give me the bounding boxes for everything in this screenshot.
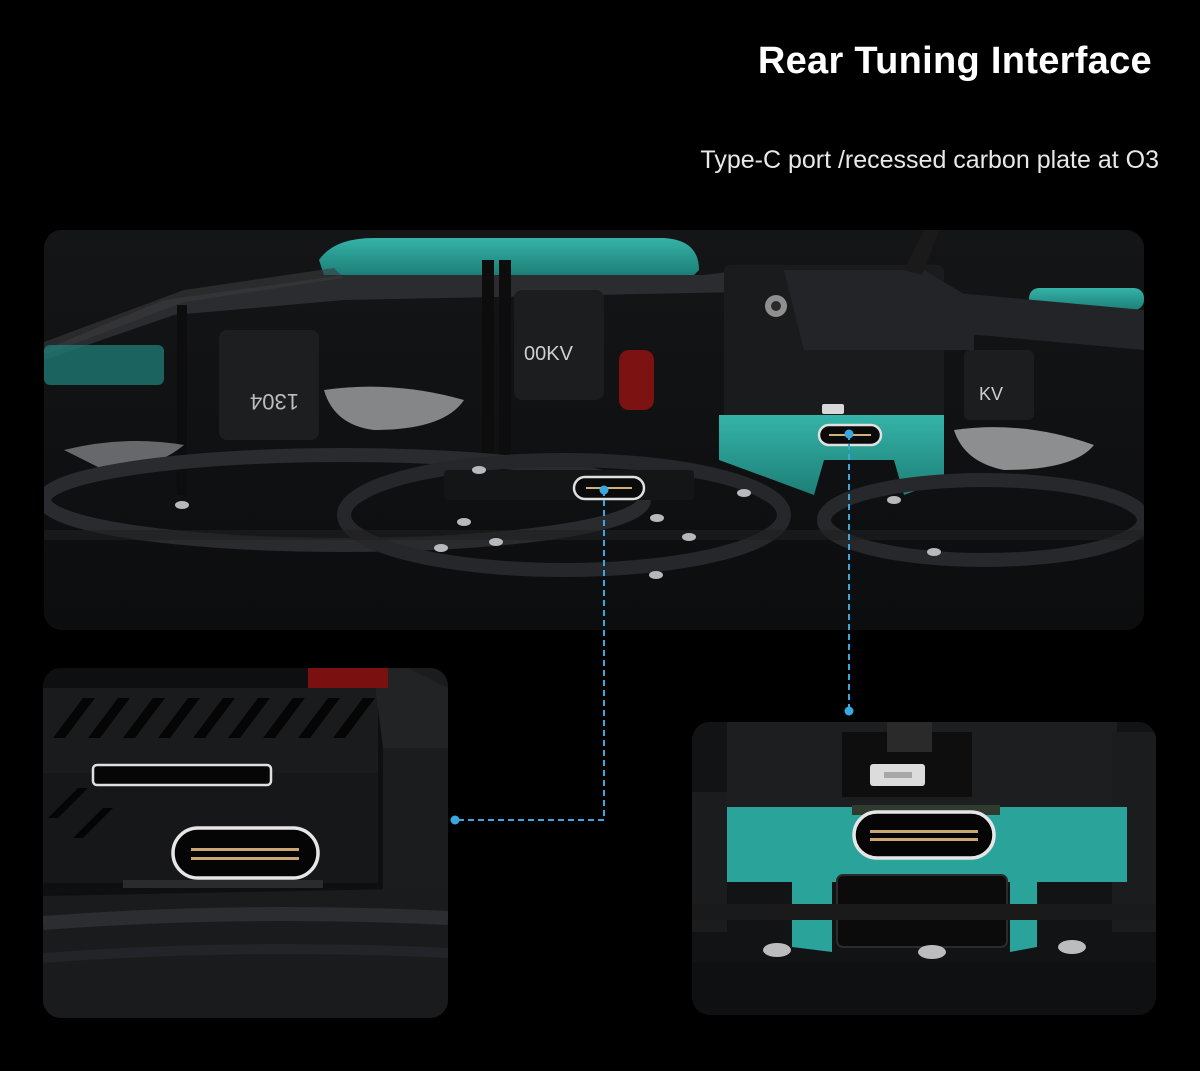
callout-dot-icon	[844, 706, 854, 716]
callout-dot-icon	[450, 815, 460, 825]
bottom-port-closeup-illustration	[43, 668, 448, 1018]
drone-side-view-illustration: 1304 00KV KV	[44, 230, 1144, 630]
usb-c-port-icon	[171, 826, 320, 880]
o3-port-closeup-photo	[692, 722, 1156, 1015]
bottom-port-closeup-photo	[43, 668, 448, 1018]
drone-side-view-photo: 1304 00KV KV	[44, 230, 1144, 630]
motor-label-right: KV	[979, 384, 1003, 404]
motor-label-left: 1304	[250, 389, 299, 414]
page-subtitle: Type-C port /recessed carbon plate at O3	[700, 146, 1159, 174]
motor-label-mid: 00KV	[524, 343, 574, 365]
o3-port-closeup-illustration	[692, 722, 1156, 1015]
usb-c-port-icon	[852, 810, 996, 860]
page-title: Rear Tuning Interface	[757, 40, 1152, 82]
